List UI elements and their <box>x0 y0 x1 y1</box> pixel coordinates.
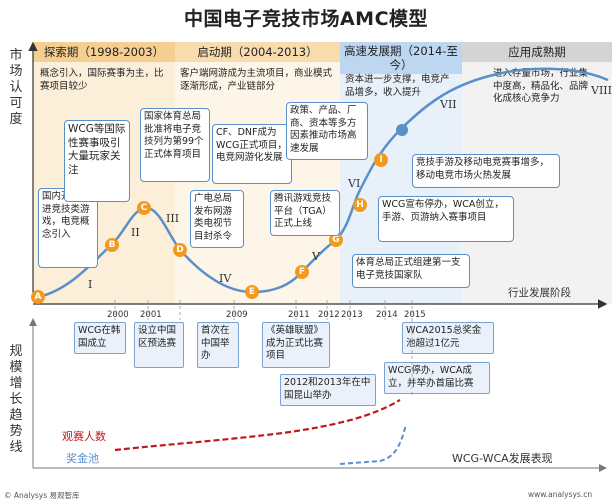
event-2011: 《英雄联盟》成为正式比赛项目 <box>262 322 330 368</box>
phase-header-3: 高速发展期（2014-至今） <box>340 42 462 74</box>
phase-header-2: 启动期（2004-2013） <box>175 42 340 62</box>
bottom-legend-title: WCG-WCA发展表现 <box>452 452 553 465</box>
y-axis-label-top: 市场认可度 <box>9 48 23 127</box>
stage-label-8: VIII <box>591 84 612 97</box>
phase-desc-1: 概念引入，国际赛事为主，比赛项目较少 <box>40 68 164 92</box>
point-marker-h-label: H <box>356 200 364 210</box>
point-marker-h: H <box>353 198 367 212</box>
year-2013: 2013 <box>341 310 363 320</box>
point-marker-g: G <box>329 233 343 247</box>
point-marker-d-label: D <box>176 245 184 255</box>
annotation-g: 体育总局正式组建第一支电子竞技国家队 <box>352 254 470 288</box>
curve-highlight-dot <box>396 124 408 136</box>
year-2012: 2012 <box>318 310 340 320</box>
x-axis-label: 行业发展阶段 <box>508 287 571 299</box>
phase-desc-2: 客户端网游成为主流项目，商业模式逐渐形成，产业链部分 <box>180 68 333 92</box>
footer-left: © Analysys 易观智库 <box>4 491 80 500</box>
annotation-i: 竞技手游及移动电竞赛事增多，移动电竞市场火热发展 <box>412 154 560 188</box>
event-2001: 设立中国区预选赛 <box>134 322 184 368</box>
point-marker-c: C <box>137 201 151 215</box>
point-marker-c-label: C <box>140 203 148 213</box>
stage-label-2: II <box>131 226 140 239</box>
point-marker-e-label: E <box>248 287 256 297</box>
year-2009: 2009 <box>226 310 248 320</box>
stage-label-4: IV <box>219 272 232 285</box>
year-2000: 2000 <box>107 310 129 320</box>
y-axis-label-bottom: 规模增长趋势线 <box>9 344 23 455</box>
point-marker-g-label: G <box>332 235 340 245</box>
annotation-b: WCG等国际性赛事吸引大量玩家关注 <box>64 120 130 202</box>
year-2015: 2015 <box>404 310 426 320</box>
point-marker-i: I <box>374 153 388 167</box>
stage-label-5: V <box>312 250 320 263</box>
annotation-f: 腾讯游戏竞技平台（TGA）正式上线 <box>270 190 340 236</box>
event-2014: WCG停办，WCA成立，并举办首届比赛 <box>384 362 490 394</box>
stage-label-7: VII <box>440 98 457 111</box>
point-marker-f-label: F <box>298 267 306 277</box>
point-marker-b: B <box>105 238 119 252</box>
annotation-c: 国家体育总局批准将电子竞技列为第99个正式体育项目 <box>140 108 210 182</box>
phase-header-4: 应用成熟期 <box>462 42 612 62</box>
point-marker-d: D <box>173 243 187 257</box>
annotation-prod: 政策、产品、厂商、资本等多方因素推动市场高速发展 <box>286 102 368 160</box>
footer-right: www.analysys.cn <box>528 490 593 499</box>
page-title: 中国电子竞技市场AMC模型 <box>183 8 429 30</box>
point-marker-a-label: A <box>34 292 42 302</box>
point-marker-f: F <box>295 265 309 279</box>
point-marker-b-label: B <box>108 240 116 250</box>
legend-audience: 观赛人数 <box>62 430 106 443</box>
phase-header-1: 探索期（1998-2003） <box>33 42 175 62</box>
annotation-h: WCG宣布停办，WCA创立，手游、页游纳入赛事项目 <box>378 196 514 242</box>
point-marker-a: A <box>31 290 45 304</box>
phase-header-3-text: 高速发展期（2014-至今） <box>344 44 458 72</box>
stage-label-1: I <box>88 278 93 291</box>
event-2015: WCA2015总奖金池超过1亿元 <box>402 322 494 354</box>
point-marker-e: E <box>245 285 259 299</box>
annotation-d: 广电总局发布网游类电视节目封杀令 <box>190 190 244 248</box>
event-2013: 2012和2013年在中国昆山举办 <box>280 374 376 406</box>
phase-desc-4: 进入存量市场，行业集中度高，精品化、品牌化成核心竞争力 <box>493 68 589 104</box>
phase-desc-3: 资本进一步支撑，电竞产品增多，收入提升 <box>345 74 450 98</box>
legend-prize: 奖金池 <box>66 452 99 465</box>
event-2009: 首次在中国举办 <box>197 322 239 368</box>
year-2001: 2001 <box>140 310 162 320</box>
stage-label-3: III <box>166 212 180 225</box>
year-2014: 2014 <box>376 310 398 320</box>
year-2011: 2011 <box>288 310 310 320</box>
audience-trend-line <box>114 399 401 452</box>
prize-trend-line <box>339 423 407 465</box>
point-marker-i-label: I <box>379 155 383 165</box>
event-2000: WCG在韩国成立 <box>74 322 126 354</box>
stage-label-6: VI <box>348 177 361 190</box>
annotation-cf: CF、DNF成为WCG正式项目，电竞网游化发展 <box>212 124 292 184</box>
